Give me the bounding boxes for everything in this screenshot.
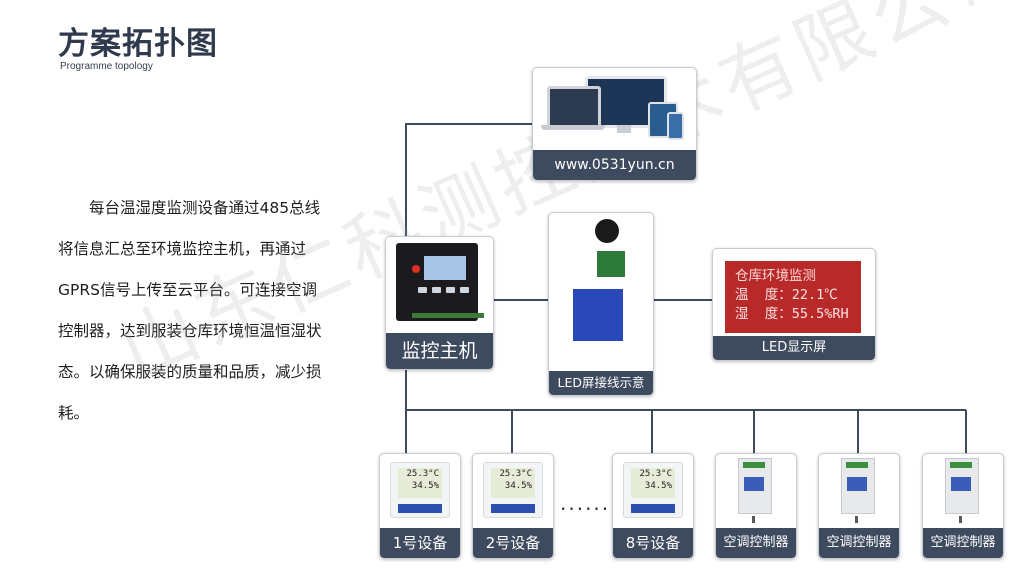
ac-controller-card-1[interactable]: 空调控制器 [715, 453, 797, 559]
host-logo-icon [412, 265, 420, 273]
sensor-hum: 34.5% [644, 481, 672, 491]
device-label: 1号设备 [380, 528, 460, 558]
host-label: 监控主机 [386, 333, 493, 369]
cable-icon [855, 516, 858, 523]
device-label: 2号设备 [473, 528, 553, 558]
sensor-device-icon: 25.3°C 34.5% [390, 462, 450, 518]
device-card-2[interactable]: 25.3°C 34.5% 2号设备 [472, 453, 554, 559]
sensor-buttons-icon [398, 504, 442, 513]
ac-controller-label: 空调控制器 [716, 528, 796, 558]
host-button-icon [446, 287, 455, 293]
connector-host-website [405, 123, 532, 236]
led-screen: 仓库环境监测温 度：22.1℃ 湿 度：55.5%RH [725, 261, 861, 333]
website-card[interactable]: www.0531yun.cn [532, 67, 697, 181]
led-wiring-label: LED屏接线示意 [549, 371, 653, 395]
phone-icon [667, 112, 684, 140]
sensor-device-icon: 25.3°C 34.5% [623, 462, 683, 518]
sensor-probe-icon [595, 219, 619, 243]
sensor-lcd: 25.3°C 34.5% [631, 468, 675, 498]
host-screen-icon [424, 256, 466, 280]
sensor-hum: 34.5% [504, 481, 532, 491]
device-label-icon [744, 477, 764, 491]
sensor-temp: 25.3°C [639, 469, 672, 479]
led-line-temp: 温 度：22.1℃ [735, 287, 838, 303]
cable-icon [959, 516, 962, 523]
ac-controller-icon [738, 458, 772, 514]
sensor-lcd: 25.3°C 34.5% [398, 468, 442, 498]
connector-bus [405, 368, 966, 411]
sensor-buttons-icon [491, 504, 535, 513]
host-device-icon [396, 243, 484, 321]
terminal-block-icon [846, 462, 868, 468]
ac-controller-label: 空调控制器 [923, 528, 1003, 558]
led-display-card[interactable]: 仓库环境监测温 度：22.1℃ 湿 度：55.5%RH LED显示屏 [712, 248, 876, 361]
sensor-device-icon: 25.3°C 34.5% [483, 462, 543, 518]
ac-controller-card-3[interactable]: 空调控制器 [922, 453, 1004, 559]
device-card-8[interactable]: 25.3°C 34.5% 8号设备 [612, 453, 694, 559]
laptop-icon [547, 86, 601, 128]
sensor-temp: 25.3°C [406, 469, 439, 479]
description-text: 每台温湿度监测设备通过485总线将信息汇总至环境监控主机，再通过GPRS信号上传… [58, 199, 322, 422]
host-button-icon [418, 287, 427, 293]
circuit-board-icon [597, 251, 625, 277]
led-controller-board-icon [573, 289, 623, 341]
connector-drops [405, 410, 967, 453]
ac-controller-card-2[interactable]: 空调控制器 [818, 453, 900, 559]
led-display-label: LED显示屏 [713, 336, 875, 360]
device-card-1[interactable]: 25.3°C 34.5% 1号设备 [379, 453, 461, 559]
laptop-base-icon [541, 125, 605, 130]
terminal-block-icon [950, 462, 972, 468]
host-button-icon [460, 287, 469, 293]
ac-controller-label: 空调控制器 [819, 528, 899, 558]
terminal-block-icon [743, 462, 765, 468]
monitor-stand-icon [617, 125, 631, 133]
device-label-icon [847, 477, 867, 491]
ellipsis: ······ [560, 497, 611, 521]
host-terminal-icon [412, 313, 484, 318]
sensor-buttons-icon [631, 504, 675, 513]
sensor-hum: 34.5% [411, 481, 439, 491]
host-card[interactable]: 监控主机 [385, 236, 494, 370]
ac-controller-icon [841, 458, 875, 514]
led-line-hum: 湿 度：55.5%RH [735, 306, 849, 322]
website-label: www.0531yun.cn [533, 150, 696, 180]
cable-icon [752, 516, 755, 523]
ac-controller-icon [945, 458, 979, 514]
sensor-lcd: 25.3°C 34.5% [491, 468, 535, 498]
host-button-icon [432, 287, 441, 293]
led-line-title: 仓库环境监测 [735, 268, 816, 284]
device-label-icon [951, 477, 971, 491]
page-title: 方案拓扑图 [58, 26, 218, 62]
sensor-temp: 25.3°C [499, 469, 532, 479]
led-wiring-card[interactable]: LED屏接线示意 [548, 212, 654, 396]
page-subtitle: Programme topology [60, 61, 153, 72]
device-label: 8号设备 [613, 528, 693, 558]
